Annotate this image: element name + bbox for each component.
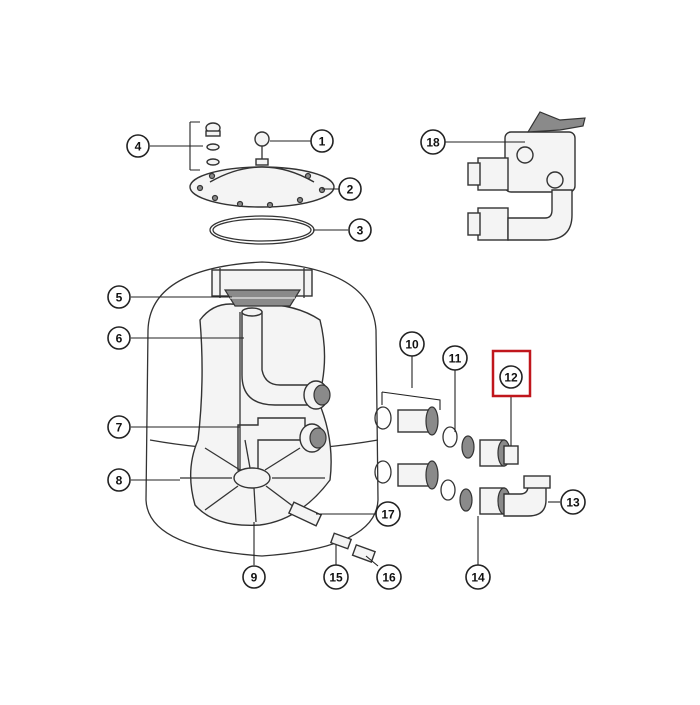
union-adapters-part [374, 406, 439, 490]
callout-6: 6 [107, 326, 131, 350]
callout-label: 2 [347, 183, 354, 197]
diffuser-part [223, 289, 302, 307]
dome-lid-part [189, 166, 335, 209]
callout-10: 10 [399, 331, 425, 357]
callout-15: 15 [323, 564, 349, 590]
callout-label: 15 [329, 571, 343, 585]
callout-label: 6 [116, 332, 123, 346]
union-connector-part [479, 439, 519, 467]
callout-18: 18 [420, 129, 446, 155]
callout-9: 9 [242, 565, 266, 589]
laterals-part [180, 439, 325, 523]
highlight-frame [491, 349, 532, 398]
callout-label: 4 [135, 140, 142, 154]
callout-label: 3 [357, 224, 364, 238]
callout-label: 17 [381, 508, 395, 522]
multiport-valve-part [467, 111, 586, 241]
drain-cap-part [351, 543, 377, 563]
callout-12: 12 [499, 365, 523, 389]
callout-3: 3 [348, 218, 372, 242]
collector-pipe-part [237, 312, 327, 472]
leader-lines [131, 121, 560, 567]
callout-2: 2 [338, 177, 362, 201]
callout-12-highlight-box [491, 349, 532, 398]
callout-17: 17 [375, 501, 401, 527]
callout-1: 1 [310, 129, 334, 153]
callout-4: 4 [126, 134, 150, 158]
callout-5: 5 [107, 285, 131, 309]
callout-label: 16 [382, 571, 396, 585]
callout-13: 13 [560, 489, 586, 515]
callout-label: 7 [116, 421, 123, 435]
callout-16: 16 [376, 564, 402, 590]
callout-label: 18 [426, 136, 440, 150]
elbow-pipe-part [503, 475, 551, 517]
callout-label: 8 [116, 474, 123, 488]
callout-7: 7 [107, 415, 131, 439]
callout-label: 13 [566, 496, 580, 510]
callout-label: 5 [116, 291, 123, 305]
callout-label: 10 [405, 338, 419, 352]
callout-14: 14 [465, 564, 491, 590]
callout-11: 11 [442, 345, 468, 371]
o-ring-part [209, 215, 315, 245]
lid-knob-part [254, 131, 270, 166]
lid-small-hardware [205, 122, 221, 166]
drain-fitting-part [329, 532, 353, 550]
callout-8: 8 [107, 468, 131, 492]
callout-label: 14 [471, 571, 485, 585]
callout-label: 9 [251, 571, 258, 585]
callout-label: 1 [319, 135, 326, 149]
gaskets-part [440, 426, 475, 512]
callout-label: 12 [504, 371, 518, 385]
inlet-pipe-part [241, 307, 331, 410]
callout-label: 11 [449, 352, 462, 366]
drain-plug-part [287, 501, 323, 527]
